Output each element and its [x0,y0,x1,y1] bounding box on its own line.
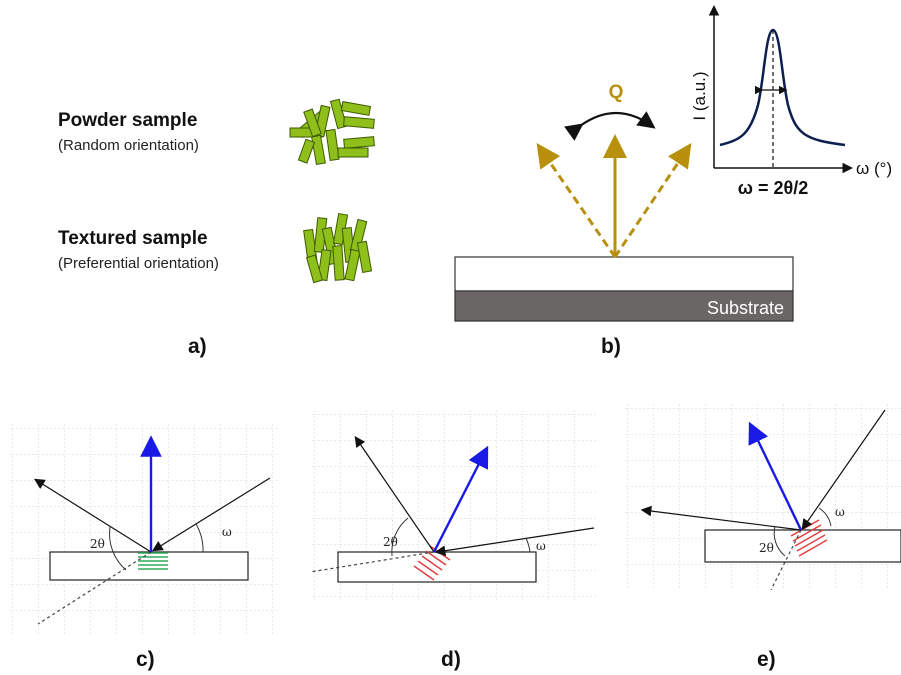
q-vector-tilted-right [613,143,692,258]
panel-d-incident-beam [434,527,595,557]
substrate-label: Substrate [707,298,784,318]
panel-c-lattice-planes [138,552,168,570]
panel-e-label: e) [757,648,776,671]
rocking-arc-arrow [564,111,656,141]
textured-sample-subtitle: (Preferential orientation) [58,255,219,272]
panel-c-incident-beam [151,477,271,552]
crystal-icons [289,98,375,284]
panel-d-2theta-label: 2θ [383,535,398,549]
panel-c-omega-label: ω [222,525,232,539]
panel-c-diffracted-beam [33,478,152,553]
panel-e-incident-beam [801,409,886,530]
panel-e-2theta-arc [773,525,786,557]
panel-b-diagram: Substrate Q I (a.u.) ω (°) ω = 2θ/2 [454,5,892,322]
panel-c-transmitted-dashed [37,551,152,625]
panel-c-2theta-label: 2θ [90,537,105,551]
panel-a-label: a) [188,335,207,358]
panel-e-diagram: 2θ ω [623,404,901,590]
panel-d-q-vector [432,445,489,553]
powder-sample-subtitle: (Random orientation) [58,137,199,154]
substrate-layer [454,290,794,322]
powder-crystals [289,98,375,166]
panel-d-diagram: 2θ ω [310,410,598,602]
omega-formula: ω = 2θ/2 [738,178,808,198]
panel-c-grid [8,424,280,634]
powder-sample-title: Powder sample [58,110,198,131]
panel-e-omega-arc [818,507,832,527]
q-label: Q [609,82,624,103]
inset-x-label: ω (°) [856,159,892,178]
panel-d-omega-arc [525,537,531,553]
panel-c-label: c) [136,648,155,671]
q-vector-tilted-left [536,143,617,258]
textured-crystals [303,212,373,284]
thin-film-layer [454,256,794,292]
panel-c-diagram: 2θ ω [8,424,280,634]
panel-e-q-vector [748,421,803,531]
textured-sample-title: Textured sample [58,228,208,249]
panel-c-sample [49,551,249,581]
inset-y-label: I (a.u.) [690,71,709,120]
panel-d-omega-label: ω [536,539,546,553]
panel-e-transmitted-dashed [770,529,802,590]
panel-e-2theta-label: 2θ [759,541,774,555]
panel-d-2theta-arc [391,517,409,557]
panel-c-omega-arc [195,523,204,553]
rocking-curve [719,28,846,147]
panel-d-transmitted-dashed [310,551,435,573]
panel-d-diffracted-beam [354,436,435,553]
panel-b-label: b) [601,335,621,358]
panel-e-omega-label: ω [835,505,845,519]
panel-e-sample [704,529,901,563]
panel-d-label: d) [441,648,461,671]
panel-c-2theta-arc [109,526,127,571]
